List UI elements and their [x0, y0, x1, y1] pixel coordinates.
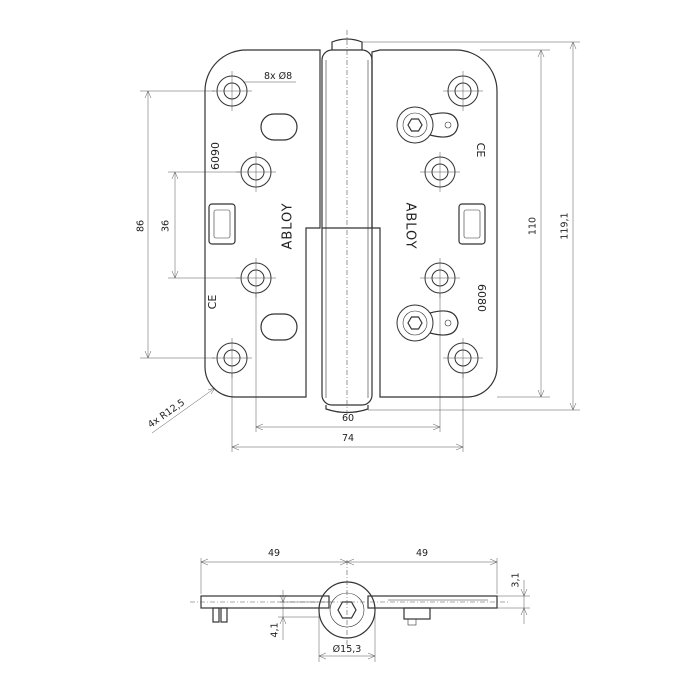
annotation-holes: 8x Ø8 [243, 71, 296, 83]
dimension-36: 36 [161, 171, 240, 279]
hole-centerlines [212, 71, 483, 378]
ce-mark-right: CE [474, 143, 487, 158]
code-left-text: 0609 [208, 142, 221, 170]
code-right-text: 6080 [475, 284, 488, 312]
security-screw-lower [396, 304, 459, 342]
front-view: ABLOY ABLOY 0609 6080 CE CE 86 36 110 [136, 30, 580, 452]
svg-text:119,1: 119,1 [560, 212, 571, 239]
slot-left-upper [260, 113, 298, 141]
svg-text:36: 36 [161, 220, 172, 232]
brand-left-text: ABLOY [281, 202, 296, 249]
svg-text:8x Ø8: 8x Ø8 [264, 71, 292, 82]
tab-right [458, 203, 486, 245]
svg-text:74: 74 [342, 433, 354, 444]
tab-left [208, 203, 236, 245]
hinge-knuckle [321, 30, 373, 420]
right-leaf-outline [371, 49, 498, 398]
dimension-110: 110 [480, 49, 550, 398]
dimension-86: 86 [136, 90, 215, 359]
svg-text:Ø15,3: Ø15,3 [333, 644, 362, 655]
svg-text:4x R12,5: 4x R12,5 [146, 397, 187, 430]
annotation-radius: 4x R12,5 [146, 387, 216, 434]
slot-left-lower [260, 313, 298, 341]
svg-text:3,1: 3,1 [511, 572, 522, 587]
side-view: 49 49 3,1 4,1 [190, 548, 530, 662]
dimension-side-left-49: 49 [200, 548, 348, 594]
svg-text:60: 60 [342, 413, 354, 424]
side-left-peg-1 [212, 607, 220, 623]
ce-mark-left: CE [206, 295, 219, 310]
dimension-side-diameter: Ø15,3 [318, 612, 376, 662]
dimension-119-1: 119,1 [362, 41, 580, 411]
dimension-side-right-49: 49 [346, 548, 498, 594]
dimension-74: 74 [231, 373, 464, 452]
security-screw-upper [396, 106, 459, 144]
svg-text:110: 110 [528, 217, 539, 235]
left-leaf-outline [204, 49, 321, 398]
svg-text:49: 49 [268, 548, 280, 559]
svg-text:4,1: 4,1 [270, 622, 281, 637]
dimension-60: 60 [255, 293, 441, 432]
side-right-tab [403, 607, 431, 620]
brand-right-text: ABLOY [403, 202, 418, 249]
svg-text:86: 86 [136, 220, 147, 232]
svg-text:49: 49 [416, 548, 428, 559]
dimension-side-thickness: 3,1 [497, 572, 530, 624]
dimension-side-offset: 4,1 [270, 590, 332, 640]
side-left-peg-2 [220, 607, 228, 623]
